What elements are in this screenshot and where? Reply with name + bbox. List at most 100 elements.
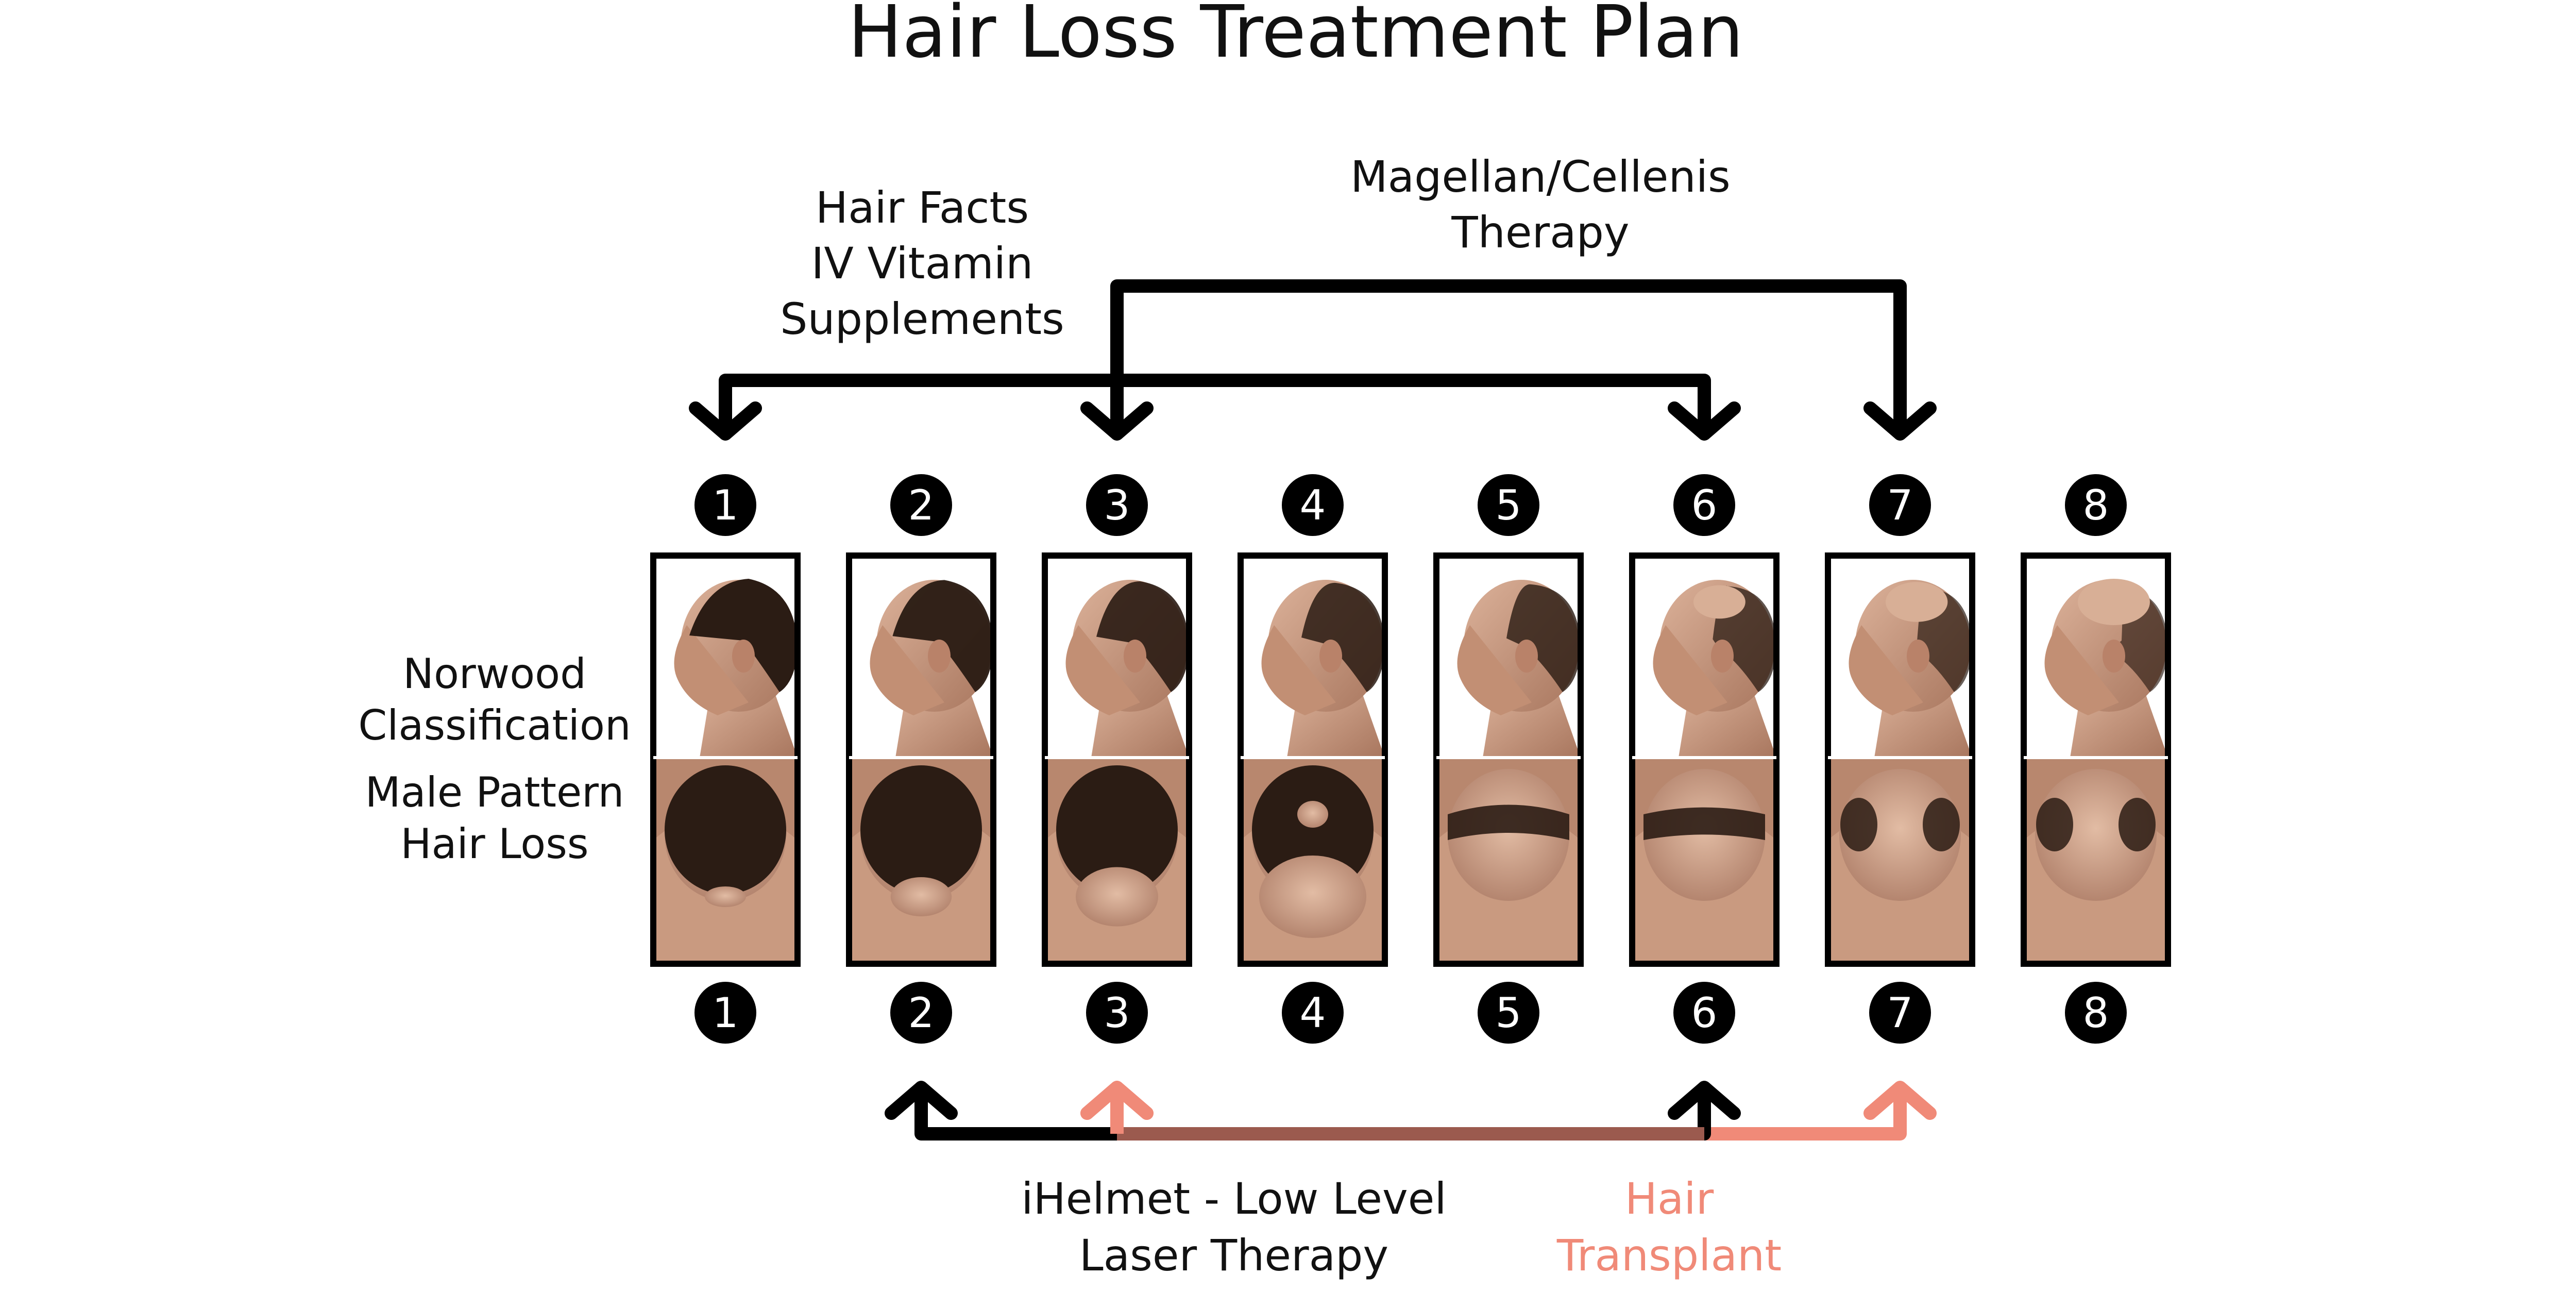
badge-number: 7 [1887, 481, 1913, 529]
bottom-stage-badge: 3 [1086, 982, 1148, 1044]
hair-transplant-line1: Hair [1625, 1173, 1714, 1224]
stage-6: 66 [1629, 474, 1780, 1044]
top-view-image [1828, 758, 1972, 964]
top-view-image [849, 758, 993, 964]
norwood-line1: Norwood [403, 650, 586, 698]
stage-1: 11 [650, 474, 801, 1044]
side-profile-image [2044, 579, 2168, 758]
top-stage-badge: 4 [1282, 474, 1344, 536]
side-profile-image [870, 580, 993, 758]
badge-circle [1673, 982, 1735, 1044]
ihelmet-line2: Laser Therapy [1079, 1230, 1388, 1281]
stage-illustration [849, 556, 993, 964]
stage-illustration [653, 556, 798, 964]
top-stage-badge: 8 [2065, 474, 2127, 536]
badge-number: 4 [1300, 989, 1326, 1037]
stage-3: 33 [1042, 474, 1192, 1044]
top-arrows [689, 279, 1937, 441]
bottom-stage-badge: 8 [2065, 982, 2127, 1044]
badge-number: 3 [1104, 481, 1130, 529]
badge-circle [694, 982, 756, 1044]
bottom-stage-badge: 4 [1282, 982, 1344, 1044]
bottom-stage-badge: 6 [1673, 982, 1735, 1044]
top-view-image [653, 758, 798, 964]
magellan-arrow [1080, 279, 1937, 441]
bottom-stage-badge: 2 [890, 982, 952, 1044]
magellan-label: Magellan/Cellenis Therapy [1350, 152, 1731, 258]
stage-2: 22 [846, 474, 996, 1044]
side-profile-image [674, 579, 798, 758]
hair-facts-label: Hair Facts IV Vitamin Supplements [780, 182, 1064, 344]
stage-illustration [1436, 556, 1581, 964]
badge-circle [2065, 474, 2127, 536]
ihelmet-line1: iHelmet - Low Level [1021, 1173, 1447, 1224]
stage-frame [1825, 552, 1975, 967]
badge-number: 6 [1691, 481, 1718, 529]
page-title: Hair Loss Treatment Plan [848, 0, 1743, 74]
badge-circle [694, 474, 756, 536]
badge-number: 1 [713, 989, 739, 1037]
badge-circle [1673, 474, 1735, 536]
top-stage-badge: 3 [1086, 474, 1148, 536]
magellan-line1: Magellan/Cellenis [1350, 152, 1731, 202]
magellan-line2: Therapy [1451, 207, 1629, 258]
top-view-image [2024, 758, 2168, 964]
stage-frame [1629, 552, 1780, 967]
side-profile-image [1261, 580, 1385, 758]
stage-frame [1433, 552, 1584, 967]
hair-facts-line3: Supplements [780, 294, 1064, 344]
stage-7: 77 [1825, 474, 1975, 1044]
bottom-stage-badge: 1 [694, 982, 756, 1044]
norwood-line4: Hair Loss [400, 820, 588, 868]
side-profile-image [1457, 580, 1581, 758]
stage-frame [1238, 552, 1388, 967]
bottom-stage-badge: 7 [1869, 982, 1931, 1044]
badge-circle [1869, 982, 1931, 1044]
side-profile-image [1849, 580, 1972, 758]
badge-circle [1086, 982, 1148, 1044]
stage-illustration [1828, 556, 1972, 964]
norwood-line3: Male Pattern [365, 768, 624, 816]
ihelmet-arrow [885, 1081, 1741, 1141]
badge-circle [1869, 474, 1931, 536]
hair-transplant-label: Hair Transplant [1556, 1173, 1782, 1281]
side-profile-image [1065, 580, 1189, 758]
badge-number: 6 [1691, 989, 1718, 1037]
badge-number: 8 [2083, 481, 2109, 529]
hair-facts-arrow [689, 374, 1741, 441]
top-view-image [1241, 758, 1385, 964]
badge-number: 2 [908, 481, 935, 529]
stage-frame [2021, 552, 2171, 967]
badge-circle [890, 474, 952, 536]
stage-4: 44 [1238, 474, 1388, 1044]
hair-transplant-arrow [1080, 1081, 1937, 1141]
hair-facts-line1: Hair Facts [816, 182, 1029, 233]
top-stage-badge: 1 [694, 474, 756, 536]
badge-number: 4 [1300, 481, 1326, 529]
top-view-image [1045, 758, 1189, 964]
side-profile-image [1653, 580, 1776, 758]
badge-number: 5 [1496, 989, 1522, 1037]
badge-circle [1086, 474, 1148, 536]
hair-transplant-line2: Transplant [1556, 1230, 1782, 1281]
top-view-image [1436, 758, 1581, 964]
stage-illustration [1241, 556, 1385, 964]
top-stage-badge: 5 [1478, 474, 1539, 536]
norwood-line2: Classification [358, 701, 631, 749]
badge-circle [1282, 982, 1344, 1044]
badge-circle [2065, 982, 2127, 1044]
badge-number: 3 [1104, 989, 1130, 1037]
stage-frame [1042, 552, 1192, 967]
stage-illustration [1632, 556, 1776, 964]
badge-number: 7 [1887, 989, 1913, 1037]
stage-illustration [2024, 556, 2168, 964]
stage-illustration [1045, 556, 1189, 964]
top-view-image [1632, 758, 1776, 964]
badge-circle [890, 982, 952, 1044]
stage-5: 55 [1433, 474, 1584, 1044]
stage-frame [846, 552, 996, 967]
hair-facts-line2: IV Vitamin [811, 238, 1033, 289]
